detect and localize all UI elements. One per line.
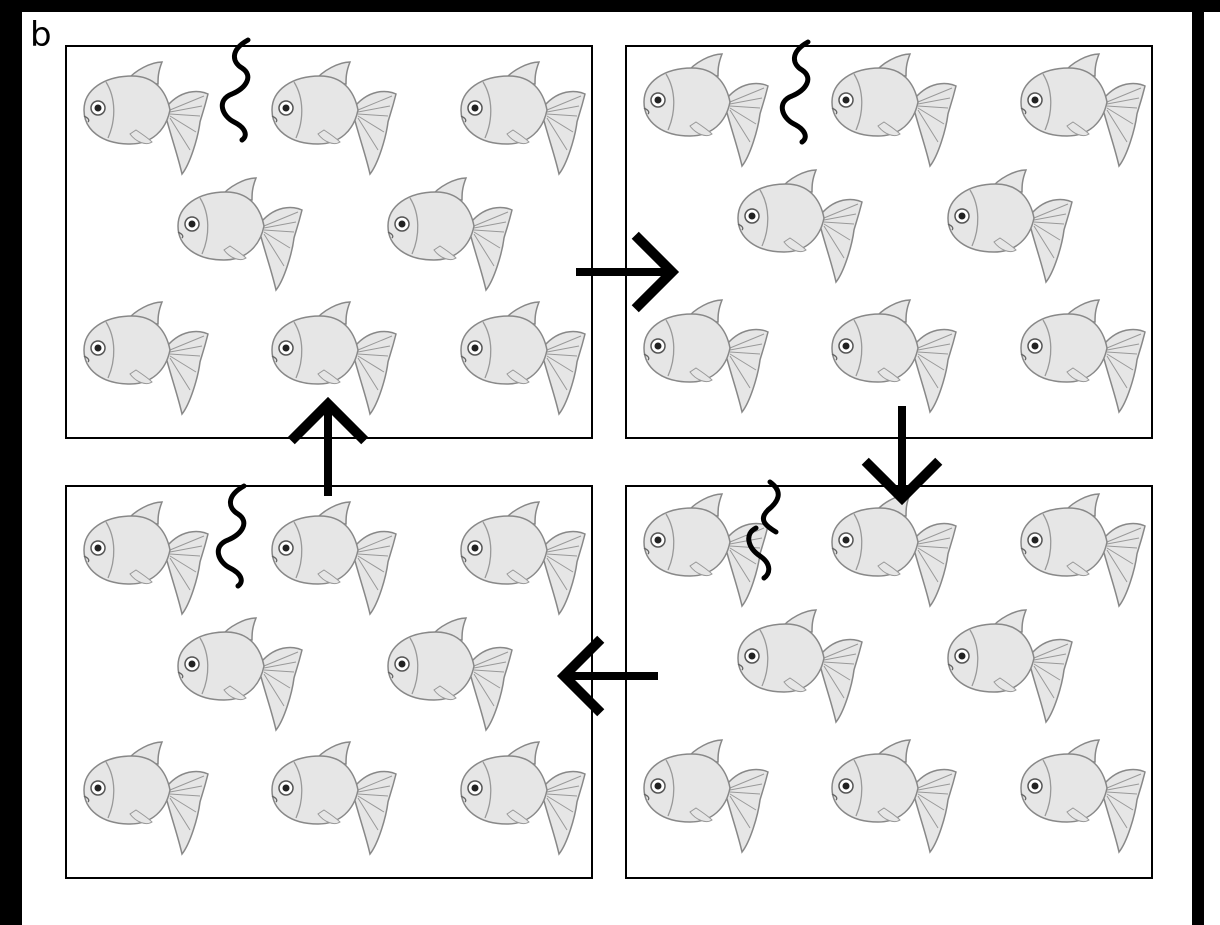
panel-top-left [65, 40, 593, 439]
arrow-icon [556, 635, 658, 717]
panel-letter: b [30, 15, 52, 55]
frame-right-bar [1192, 0, 1204, 925]
panel-bottom-left [65, 486, 593, 879]
worm-icon [746, 479, 781, 581]
frame-top-bar [0, 0, 1220, 12]
frame-left-bar [0, 0, 22, 925]
arrow-icon [287, 396, 369, 496]
panel-top-right [625, 42, 1153, 439]
arrow-icon [861, 406, 943, 506]
arrow-icon [576, 231, 680, 313]
panel-bottom-right [625, 479, 1153, 879]
